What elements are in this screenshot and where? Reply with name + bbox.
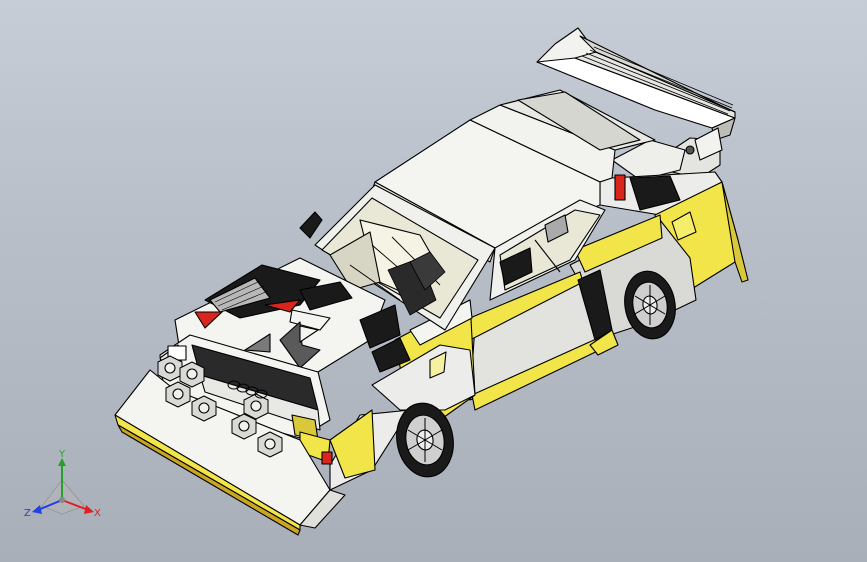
rear-wheel[interactable] — [619, 267, 680, 343]
triad-x-label: X — [94, 508, 101, 519]
triad-z-axis — [32, 499, 63, 514]
view-orientation-triad[interactable]: Y X Z — [22, 448, 106, 524]
triad-z-label: Z — [24, 508, 31, 519]
triad-x-axis — [61, 499, 94, 514]
headlight-pod[interactable] — [157, 355, 333, 465]
front-wheel[interactable] — [391, 399, 459, 482]
side-mirror[interactable] — [299, 211, 323, 239]
triad-y-label: Y — [58, 449, 66, 460]
triad-y-axis — [58, 458, 66, 500]
